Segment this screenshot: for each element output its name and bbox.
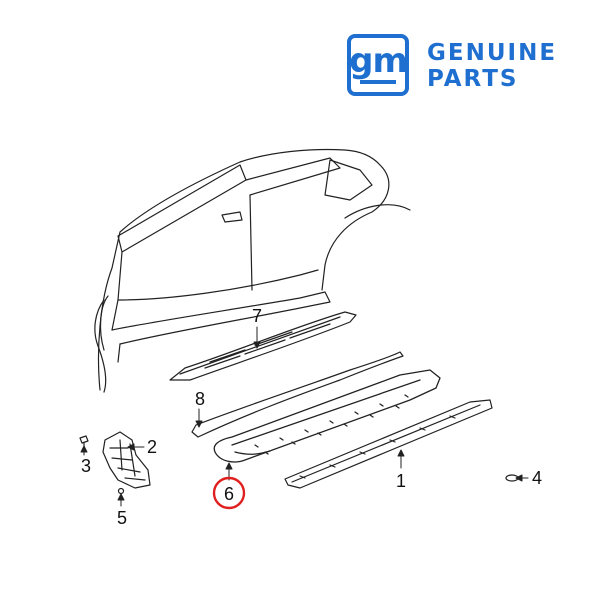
brand-line-genuine: GENUINE: [427, 40, 558, 66]
leader-lines: [80, 326, 529, 507]
part-7-step-plate: [169, 311, 357, 381]
part-2-bracket: [102, 431, 151, 489]
part-8-molding: [191, 351, 404, 438]
brand-text: GENUINE PARTS: [427, 40, 557, 92]
callout-5: 5: [117, 508, 127, 528]
part-5-screw: [117, 487, 125, 495]
vehicle-outline: [94, 148, 411, 393]
callout-6: 6: [224, 484, 234, 504]
callout-4: 4: [532, 468, 542, 488]
part-1-lower-rail: [284, 399, 493, 489]
gm-badge-underline: [360, 80, 396, 84]
callout-3: 3: [81, 456, 91, 476]
callout-6-highlight: [212, 476, 246, 510]
callout-2: 2: [147, 437, 157, 457]
callout-1: 1: [396, 471, 406, 491]
callout-8: 8: [195, 389, 205, 409]
part-6-rocker-panel: [213, 369, 441, 463]
brand-line-parts: PARTS: [427, 66, 519, 92]
callout-7: 7: [252, 306, 262, 326]
callout-labels: 1 2 3 4 5 6 7 8: [81, 306, 542, 528]
gm-badge: gm: [347, 34, 409, 96]
gm-badge-text: gm: [349, 41, 408, 81]
genuine-parts-logo: gm GENUINE PARTS: [347, 34, 592, 96]
